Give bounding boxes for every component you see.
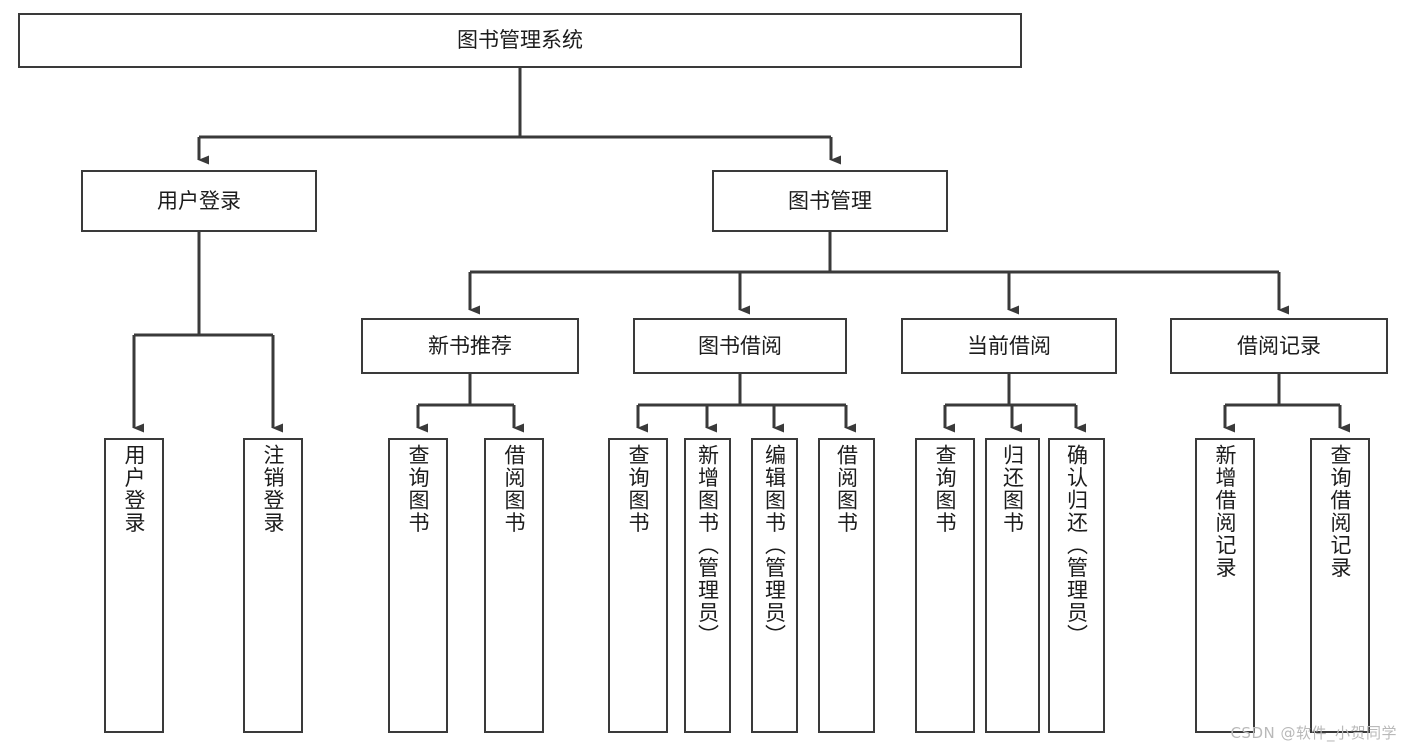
node-current-borrow[interactable]: 当前借阅: [901, 318, 1117, 374]
node-root[interactable]: 图书管理系统: [18, 13, 1022, 68]
leaf-add-book[interactable]: 新增图书（管理员）: [684, 438, 731, 733]
leaf-edit-book[interactable]: 编辑图书（管理员）: [751, 438, 798, 733]
leaf-borrow-book-2[interactable]: 借阅图书: [818, 438, 875, 733]
leaf-query-book-2-label: 查询图书: [626, 444, 651, 534]
leaf-query-book-2[interactable]: 查询图书: [608, 438, 668, 733]
leaf-confirm-return-label: 确认归还（管理员）: [1064, 444, 1089, 647]
leaf-edit-book-label: 编辑图书（管理员）: [762, 444, 787, 647]
leaf-query-book-1[interactable]: 查询图书: [388, 438, 448, 733]
leaf-borrow-book-1[interactable]: 借阅图书: [484, 438, 544, 733]
node-book-borrow[interactable]: 图书借阅: [633, 318, 847, 374]
node-user-login-label: 用户登录: [157, 188, 241, 213]
leaf-query-record[interactable]: 查询借阅记录: [1310, 438, 1370, 733]
node-new-book-rec-label: 新书推荐: [428, 333, 512, 358]
leaf-return-book-label: 归还图书: [1000, 444, 1025, 534]
leaf-borrow-book-2-label: 借阅图书: [834, 444, 859, 534]
leaf-user-login-label: 用户登录: [122, 444, 147, 534]
node-borrow-record[interactable]: 借阅记录: [1170, 318, 1388, 374]
node-new-book-rec[interactable]: 新书推荐: [361, 318, 579, 374]
leaf-query-record-label: 查询借阅记录: [1328, 444, 1353, 579]
leaf-query-book-3-label: 查询图书: [933, 444, 958, 534]
node-user-login[interactable]: 用户登录: [81, 170, 317, 232]
node-root-label: 图书管理系统: [457, 28, 583, 53]
leaf-logout-label: 注销登录: [261, 444, 286, 534]
leaf-borrow-book-1-label: 借阅图书: [502, 444, 527, 534]
leaf-user-login[interactable]: 用户登录: [104, 438, 164, 733]
watermark-credit: CSDN @软件_小贺同学: [1230, 724, 1397, 742]
leaf-add-book-label: 新增图书（管理员）: [695, 444, 720, 647]
leaf-logout[interactable]: 注销登录: [243, 438, 303, 733]
leaf-query-book-3[interactable]: 查询图书: [915, 438, 975, 733]
node-book-manage[interactable]: 图书管理: [712, 170, 948, 232]
leaf-confirm-return[interactable]: 确认归还（管理员）: [1048, 438, 1105, 733]
leaf-add-record[interactable]: 新增借阅记录: [1195, 438, 1255, 733]
leaf-return-book[interactable]: 归还图书: [985, 438, 1040, 733]
node-borrow-record-label: 借阅记录: [1237, 333, 1321, 358]
node-book-borrow-label: 图书借阅: [698, 333, 782, 358]
leaf-add-record-label: 新增借阅记录: [1213, 444, 1238, 579]
leaf-query-book-1-label: 查询图书: [406, 444, 431, 534]
node-current-borrow-label: 当前借阅: [967, 333, 1051, 358]
node-book-manage-label: 图书管理: [788, 188, 872, 213]
